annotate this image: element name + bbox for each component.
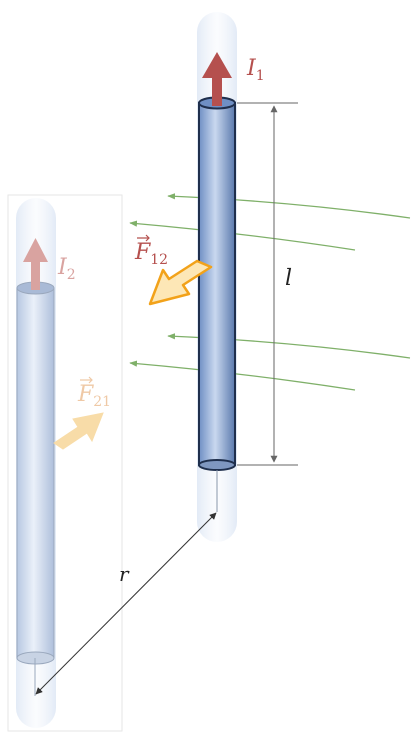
current-label-i2: I2 [57, 255, 76, 283]
length-label: l [285, 266, 292, 291]
wire-2 [16, 281, 55, 696]
length-dimension [237, 102, 298, 466]
force-label-f12: F12 [134, 240, 168, 268]
distance-dimension [35, 512, 217, 695]
field-line [129, 360, 356, 391]
vector-hat-f12 [137, 234, 150, 242]
current-arrow-i1 [202, 52, 232, 106]
wire-1 [198, 96, 236, 512]
force-arrow-f21 [53, 412, 104, 450]
vector-hat-f21 [80, 376, 93, 384]
distance-label: r [119, 562, 130, 586]
field-line [129, 220, 356, 251]
force-label-f21: F21 [77, 382, 111, 410]
current-label-i1: I1 [246, 56, 265, 84]
wire2-frame [7, 194, 123, 732]
current-arrow-i2 [23, 238, 48, 290]
force-arrow-f12 [148, 259, 213, 306]
